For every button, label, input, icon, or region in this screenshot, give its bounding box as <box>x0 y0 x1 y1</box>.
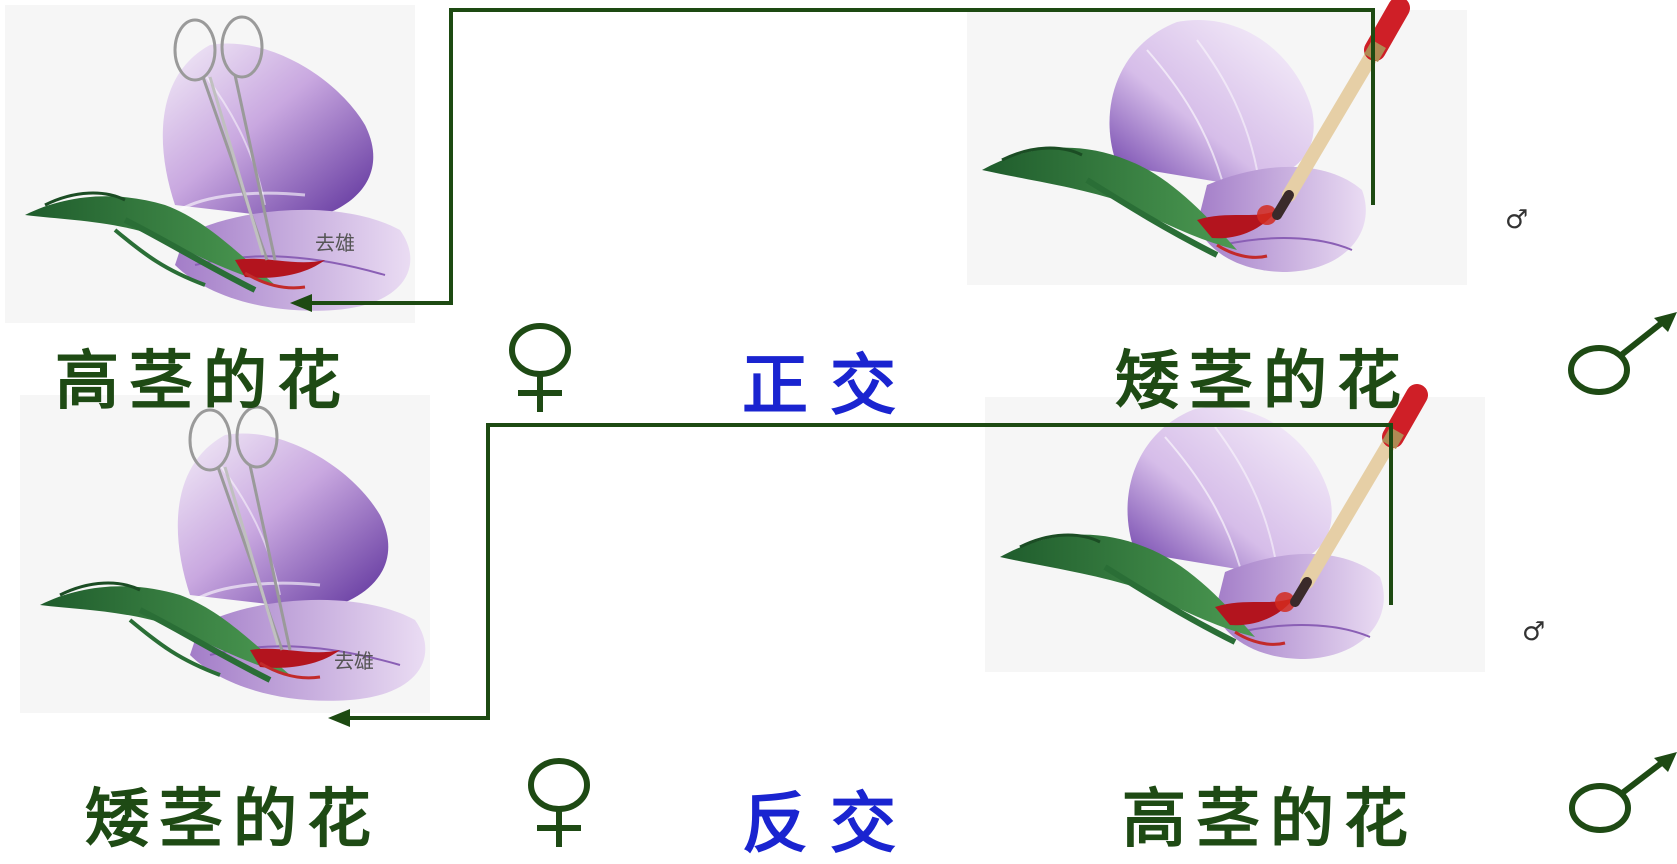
flower-pollinating-row1 <box>967 8 1467 285</box>
flower-pollinating-row2 <box>985 395 1485 672</box>
arrowhead-row2 <box>328 709 350 727</box>
male-arrowhead-row2 <box>1654 752 1677 772</box>
cross-label-row2: 反交 <box>742 784 918 862</box>
arrowhead-row1 <box>290 294 312 312</box>
male-label-row1: 矮茎的花 <box>1115 344 1411 419</box>
female-label-row2: 矮茎的花 <box>85 782 381 857</box>
small-male-symbol-row1: ♂ <box>1505 205 1528 235</box>
female-symbol-row2 <box>528 758 590 847</box>
male-symbol-row1 <box>1568 315 1670 395</box>
connector-line-row2 <box>340 423 1393 720</box>
flower-emasculated-row1 <box>5 5 415 323</box>
emasculation-annotation-row2: 去雄 <box>334 649 374 673</box>
connector-line-row1 <box>300 8 1375 305</box>
male-symbol-row2 <box>1569 755 1670 833</box>
female-label-row1: 高茎的花 <box>55 344 351 419</box>
male-label-row2: 高茎的花 <box>1122 782 1418 857</box>
cross-label-row1: 正交 <box>742 346 918 424</box>
emasculation-annotation-row1: 去雄 <box>315 231 355 255</box>
small-male-symbol-row2: ♂ <box>1522 617 1545 647</box>
female-symbol-row1 <box>509 323 571 412</box>
male-arrowhead-row1 <box>1654 312 1677 332</box>
